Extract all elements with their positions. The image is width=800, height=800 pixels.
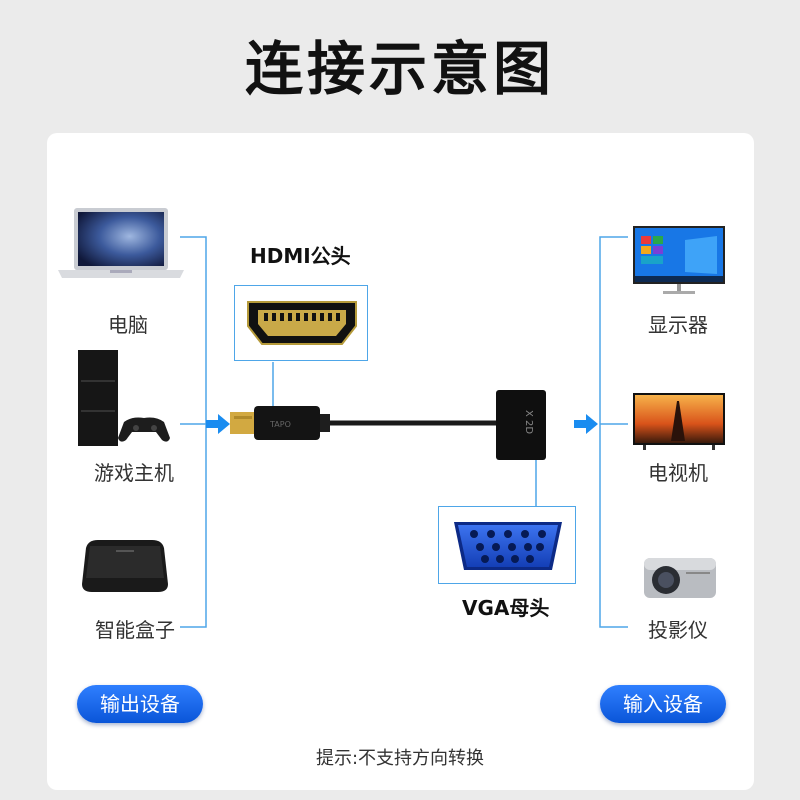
hdmi-label: HDMI公头 <box>250 244 351 268</box>
smart-box-icon <box>82 540 168 592</box>
svg-text:TAPO: TAPO <box>269 420 291 429</box>
laptop-icon <box>58 208 184 278</box>
arrow-right-icon <box>206 414 230 434</box>
hdmi-to-vga-cable: TAPO X 2D <box>230 390 546 460</box>
device-label: 电视机 <box>648 461 708 485</box>
hdmi-port-icon <box>247 301 357 345</box>
device-label: 电脑 <box>108 313 148 337</box>
device-label: 智能盒子 <box>95 618 175 642</box>
vga-port-icon <box>454 522 562 570</box>
svg-text:X 2D: X 2D <box>523 410 534 434</box>
monitor-icon <box>633 226 725 294</box>
input-devices-button[interactable]: 输入设备 <box>600 685 726 723</box>
tv-icon <box>633 393 725 450</box>
arrow-right-icon <box>574 414 598 434</box>
page-title: 连接示意图 <box>244 35 555 103</box>
device-label: 显示器 <box>648 313 708 337</box>
projector-icon <box>644 558 716 598</box>
game-console-icon <box>78 350 170 446</box>
note-text: 提示:不支持方向转换 <box>315 748 485 769</box>
device-label: 投影仪 <box>648 618 708 642</box>
device-label: 游戏主机 <box>94 461 174 485</box>
vga-label: VGA母头 <box>462 596 550 620</box>
output-devices-button[interactable]: 输出设备 <box>77 685 203 723</box>
